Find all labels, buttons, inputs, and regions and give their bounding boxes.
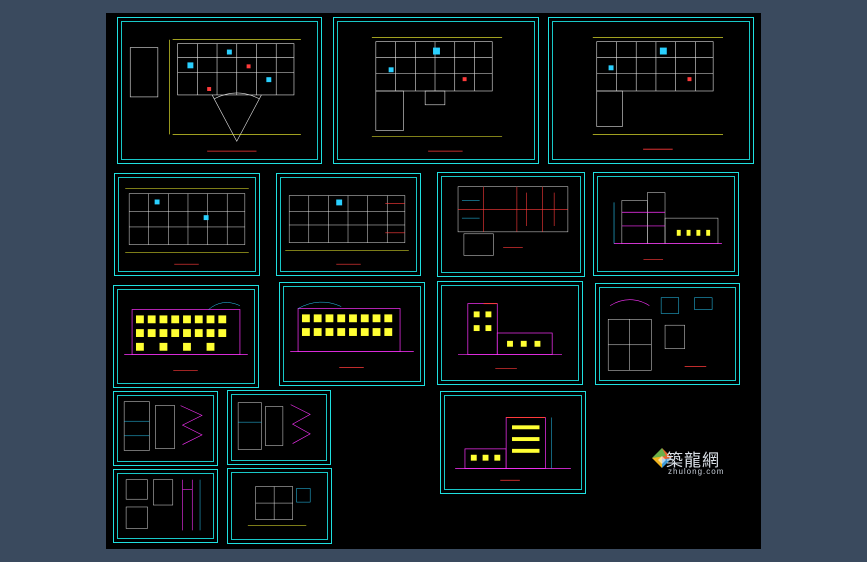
sheet-floor-plan-2[interactable] — [333, 17, 539, 164]
pinwheel-logo-icon — [652, 448, 672, 468]
elevation-drawing — [290, 301, 414, 368]
sheet-wall-details[interactable] — [113, 469, 218, 543]
floor-plan-drawing — [125, 188, 249, 265]
sheet-section-1[interactable] — [593, 172, 739, 276]
floor-plan-drawing — [285, 195, 409, 265]
section-drawing — [613, 192, 722, 260]
floor-plan-drawing — [371, 37, 503, 152]
sheet-details-1[interactable] — [595, 283, 740, 385]
sheet-stair-details-2[interactable] — [227, 390, 331, 465]
site-detail-drawing — [247, 486, 311, 526]
details-drawing — [607, 297, 713, 371]
sheet-floor-plan-1[interactable] — [117, 17, 322, 164]
wall-details-drawing — [125, 479, 201, 531]
watermark-url-text: zhulong.com — [668, 467, 725, 476]
sheet-floor-plan-4[interactable] — [114, 173, 260, 276]
sheet-floor-plan-5[interactable] — [276, 173, 421, 276]
elevation-drawing — [124, 302, 248, 371]
watermark-brand-text: 築龍網 — [666, 451, 720, 471]
elevation-drawing — [455, 417, 571, 481]
stair-details-drawing — [123, 401, 203, 451]
sheet-stair-details-1[interactable] — [113, 391, 218, 466]
sheet-roof-plan[interactable] — [437, 172, 585, 277]
roof-plan-drawing — [457, 186, 569, 256]
sheet-site-detail[interactable] — [227, 468, 332, 544]
sheet-elevation-rear[interactable] — [279, 282, 425, 386]
sheet-elevation-side-1[interactable] — [437, 281, 583, 385]
floor-plan-drawing — [592, 37, 724, 150]
floor-plan-drawing — [129, 39, 301, 152]
sheet-floor-plan-3[interactable] — [548, 17, 754, 164]
stair-details-drawing — [237, 402, 311, 450]
sheet-elevation-front[interactable] — [113, 285, 259, 388]
sheet-elevation-side-2[interactable] — [440, 391, 586, 494]
elevation-drawing — [458, 303, 562, 369]
